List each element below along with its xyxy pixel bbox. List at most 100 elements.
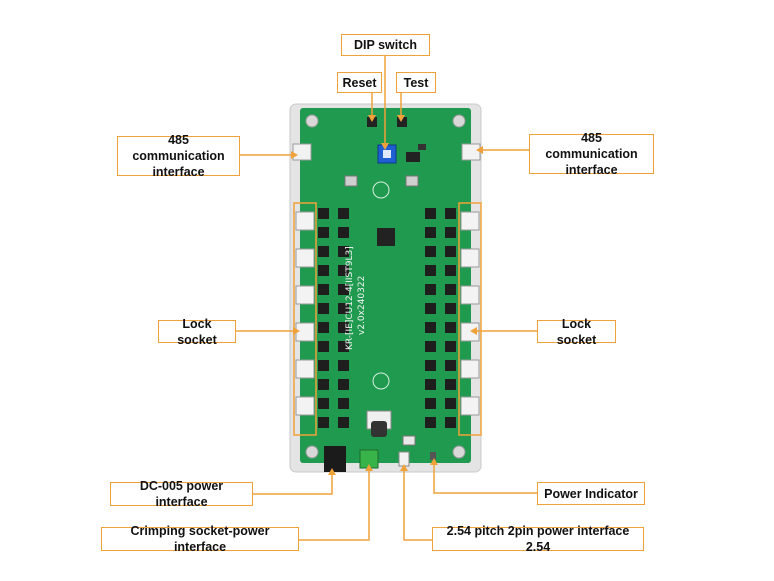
lock-socket-right [460,396,480,416]
mosfet-left [318,360,329,371]
mosfet-right [425,417,436,428]
mosfet-left [338,227,349,238]
mosfet-left [318,265,329,276]
mounting-hole [305,445,319,459]
silkscreen-version: v2.0x240322 [357,276,367,335]
leader-lines [234,54,538,541]
lock-socket-group-left [293,202,317,436]
mosfet-right [425,227,436,238]
silkscreen-target [372,181,390,199]
mosfet-right [425,379,436,390]
mosfet-right [425,284,436,295]
silkscreen-target [372,372,390,390]
lock-socket-left [295,285,315,305]
mcu-chip [377,228,395,246]
relay-component [405,175,419,187]
mosfet-right [445,246,456,257]
2pin-power-interface-callout: 2.54 pitch 2pin power interface 2.54 [432,524,644,554]
mosfet-left [338,246,349,257]
lock-socket-left [295,211,315,231]
lock-socket-left [295,248,315,268]
dc005-power-callout: DC-005 power interface [110,479,253,509]
mosfet-right [445,208,456,219]
mosfet-left [318,398,329,409]
mosfet-left [338,417,349,428]
power-led-component [430,452,436,460]
mosfet-right [445,265,456,276]
mosfet-right [445,284,456,295]
crimping-socket-callout: Crimping socket-power interface [101,524,299,554]
dip-switch-callout: DIP switch [341,34,430,56]
mosfet-left [338,284,349,295]
mosfet-left [318,227,329,238]
reset-callout: Reset [337,72,382,93]
mosfet-left [318,417,329,428]
lock-socket-right [460,248,480,268]
pin-header-component [402,435,416,446]
lock-socket-right [460,359,480,379]
inductor [371,421,387,437]
mosfet-right [425,360,436,371]
mounting-hole [305,114,319,128]
lock-socket-group-right [458,202,482,436]
mosfet-array [318,208,456,428]
mosfet-right [445,341,456,352]
mosfet-right [445,398,456,409]
relay-component [344,175,358,187]
lock-socket-right-callout: Lock socket [537,317,616,347]
485-connector-right [461,143,481,161]
pcb [300,108,471,463]
485-connector-left [292,143,312,161]
mosfet-left [338,303,349,314]
mosfet-right [445,379,456,390]
power-indicator-callout: Power Indicator [537,482,645,505]
mosfet-right [445,303,456,314]
mosfet-left [338,322,349,333]
test-button-component [397,117,407,127]
lock-socket-right [460,322,480,342]
mosfet-left [318,246,329,257]
485-communication-left-callout: 485 communication interface [117,133,240,179]
mosfet-right [445,360,456,371]
mosfet-left [318,379,329,390]
mosfet-left [338,398,349,409]
leader-arrowheads [291,115,483,475]
mosfet-left [338,208,349,219]
dip-switch-knob [383,150,391,158]
mosfet-right [445,227,456,238]
mounting-hole [452,114,466,128]
mosfet-right [425,322,436,333]
lock-socket-right [460,285,480,305]
lock-socket-right [460,211,480,231]
mosfet-left [318,284,329,295]
485-communication-right-callout: 485 communication interface [529,131,654,177]
test-callout: Test [396,72,436,93]
mounting-hole [452,445,466,459]
mosfet-right [445,322,456,333]
mosfet-right [425,265,436,276]
lock-socket-left [295,359,315,379]
mosfet-right [425,341,436,352]
mosfet-left [318,303,329,314]
ic-chip [406,152,420,162]
lock-socket-left-callout: Lock socket [158,317,236,347]
mosfet-right [445,417,456,428]
2pin-power-component [398,451,410,467]
mosfet-left [338,265,349,276]
mosfet-right [425,208,436,219]
mosfet-right [425,303,436,314]
lock-socket-left [295,322,315,342]
mosfet-left [338,379,349,390]
silkscreen-model: KR-[IE]CU12-4[IIST9L3] [345,246,355,350]
mosfet-left [338,341,349,352]
mosfet-left [338,360,349,371]
dc005-jack-component [324,446,346,472]
mosfet-left [318,322,329,333]
lock-sockets [295,211,480,416]
mosfet-left [318,208,329,219]
mosfet-right [425,398,436,409]
lock-socket-left [295,396,315,416]
ic-chip [418,144,426,150]
mosfet-right [425,246,436,257]
